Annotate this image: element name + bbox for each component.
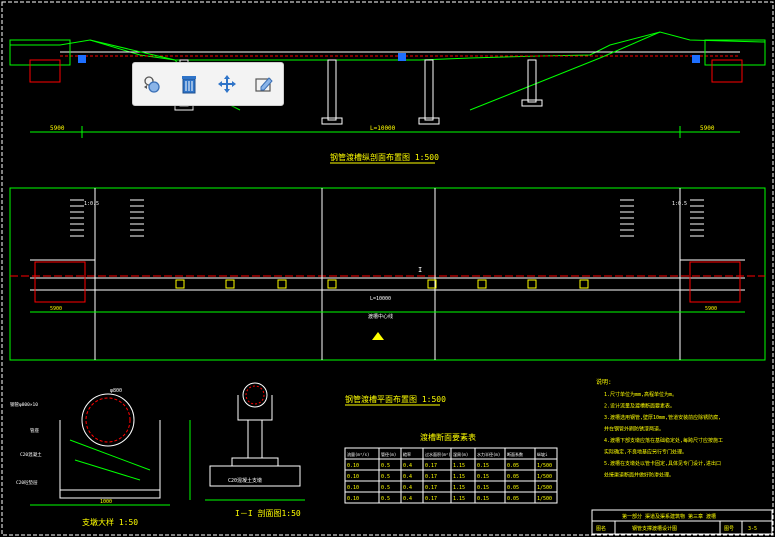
detail-label-3: C20混凝土 xyxy=(20,451,42,458)
table-cell: 0.15 xyxy=(477,474,489,480)
table-cell: 0.5 xyxy=(381,474,390,480)
table-header-cell: 水力半径(m) xyxy=(477,451,500,457)
section-elements-table: 流量(m³/s) 管径(m) 糙率 过水面积(m²)湿周(m) 水力半径(m) 断面系数 纵… xyxy=(344,447,558,504)
table-cell: 0.05 xyxy=(507,463,519,469)
table-cell: 0.5 xyxy=(381,485,390,491)
detail-label-4: C20砼垫层 xyxy=(16,479,38,486)
table-cell: 1.15 xyxy=(453,496,465,502)
table-cell: 0.4 xyxy=(403,485,412,491)
table-cell: 0.17 xyxy=(425,474,437,480)
plan-centerline-label: 渡槽中心线 xyxy=(368,313,393,320)
notes-block: 说明: 1.尺寸单位为mm,高程单位为m。 2.设计流量及渡槽断面要素表。 3.渡槽选… xyxy=(596,378,723,479)
copy-objects-button[interactable] xyxy=(137,69,167,99)
table-header-cell: 纵坡i xyxy=(537,451,548,457)
note-line: 处接渠道断面并做好防渗处理。 xyxy=(604,472,674,479)
table-cell: 1/500 xyxy=(537,474,552,480)
table-header-cell: 流量(m³/s) xyxy=(347,451,369,457)
plan-dim-left: 5900 xyxy=(50,306,62,312)
title-block-row1: 第一部分 渠道及渠系建筑物 第三章 渡槽 xyxy=(622,513,716,520)
section-label-bottom: C20混凝土支墩 xyxy=(228,477,262,484)
table-cell: 0.05 xyxy=(507,485,519,491)
table-cell: 1.15 xyxy=(453,474,465,480)
table-cell: 0.15 xyxy=(477,496,489,502)
table-header-cell: 湿周(m) xyxy=(453,451,468,457)
table-cell: 0.10 xyxy=(347,474,359,480)
support-detail xyxy=(30,393,170,506)
table-cell: 0.5 xyxy=(381,496,390,502)
table-cell: 0.10 xyxy=(347,496,359,502)
delete-button[interactable] xyxy=(174,69,204,99)
table-header-cell: 糙率 xyxy=(403,451,411,457)
table-cell: 0.10 xyxy=(347,463,359,469)
note-line: 4.渡槽下部支墩应落在基础稳定处,每跨尺寸应按施工 xyxy=(604,437,723,444)
dim-center: L=10000 xyxy=(370,125,396,132)
plan-view xyxy=(9,187,766,361)
title-block xyxy=(591,509,773,535)
plan-title: 钢管渡槽平面布置图 1:500 xyxy=(345,394,446,404)
slope-right: 1:0.5 xyxy=(672,201,687,207)
table-cell: 1.15 xyxy=(453,463,465,469)
title-block-row2-label: 图名 xyxy=(596,525,606,532)
detail-label-2: 管座 xyxy=(30,427,39,434)
selection-grip-toolbar xyxy=(132,62,284,106)
detail-title: 支墩大样 1:50 xyxy=(82,517,138,527)
title-block-sheet-label: 图号 xyxy=(724,526,734,532)
table-title: 渡槽断面要素表 xyxy=(420,432,476,442)
table-cell: 0.05 xyxy=(507,474,519,480)
delete-icon xyxy=(182,76,197,94)
detail-label-top: φ800 xyxy=(110,388,122,394)
table-cell: 1/500 xyxy=(537,496,552,502)
table-cell: 0.15 xyxy=(477,485,489,491)
table-cell: 0.17 xyxy=(425,496,437,502)
note-line: 1.尺寸单位为mm,高程单位为m。 xyxy=(604,391,677,398)
section-mark: I xyxy=(418,266,422,274)
table-cell: 0.5 xyxy=(381,463,390,469)
note-line: 并在钢管外刷防锈漆两道。 xyxy=(604,426,664,433)
title-block-row2: 钢管支撑渡槽设计图 xyxy=(632,525,677,532)
table-cell: 0.4 xyxy=(403,474,412,480)
plan-dim-center: 5900 xyxy=(705,306,717,312)
dim-right: 5900 xyxy=(700,125,715,132)
section-view xyxy=(189,382,305,501)
table-cell: 0.10 xyxy=(347,485,359,491)
table-cell: 0.17 xyxy=(425,463,437,469)
note-line: 2.设计流量及渡槽断面要素表。 xyxy=(604,403,675,410)
table-header-cell: 断面系数 xyxy=(507,451,523,457)
note-line: 5.渡槽在支墩处以管卡固定,具体见专门设计,进出口 xyxy=(604,460,721,467)
section-title: I－I 剖面图1:50 xyxy=(235,508,301,518)
table-cell: 1.15 xyxy=(453,485,465,491)
edit-properties-button[interactable] xyxy=(249,69,279,99)
copy-objects-icon xyxy=(143,76,160,93)
table-cell: 1/500 xyxy=(537,485,552,491)
plan-dim-mid: L=10000 xyxy=(370,296,391,302)
table-cell: 0.17 xyxy=(425,485,437,491)
notes-title: 说明: xyxy=(596,378,612,386)
move-icon xyxy=(217,75,236,93)
edit-properties-icon xyxy=(255,77,273,92)
detail-dim-bottom: 1000 xyxy=(100,499,112,505)
dim-left: 5900 xyxy=(50,125,65,132)
move-button[interactable] xyxy=(212,69,242,99)
title-block-sheet: 3-5 xyxy=(748,526,757,532)
longitudinal-title: 钢管渡槽纵剖面布置图 1:500 xyxy=(330,152,439,162)
table-header-cell: 过水面积(m²) xyxy=(425,451,451,457)
detail-label-1: 钢管φ800×10 xyxy=(10,401,38,408)
longitudinal-section xyxy=(9,31,766,138)
table-cell: 0.4 xyxy=(403,496,412,502)
note-line: 3.渡槽选用钢管,壁厚10mm,管道安装前应除锈防腐, xyxy=(604,414,721,421)
table-cell: 0.4 xyxy=(403,463,412,469)
table-header-cell: 管径(m) xyxy=(381,451,396,457)
table-cell: 0.15 xyxy=(477,463,489,469)
note-line: 实际确定,不良地基应另行专门处理。 xyxy=(604,449,687,456)
slope-left: 1:0.5 xyxy=(84,201,99,207)
table-cell: 1/500 xyxy=(537,463,552,469)
table-cell: 0.05 xyxy=(507,496,519,502)
